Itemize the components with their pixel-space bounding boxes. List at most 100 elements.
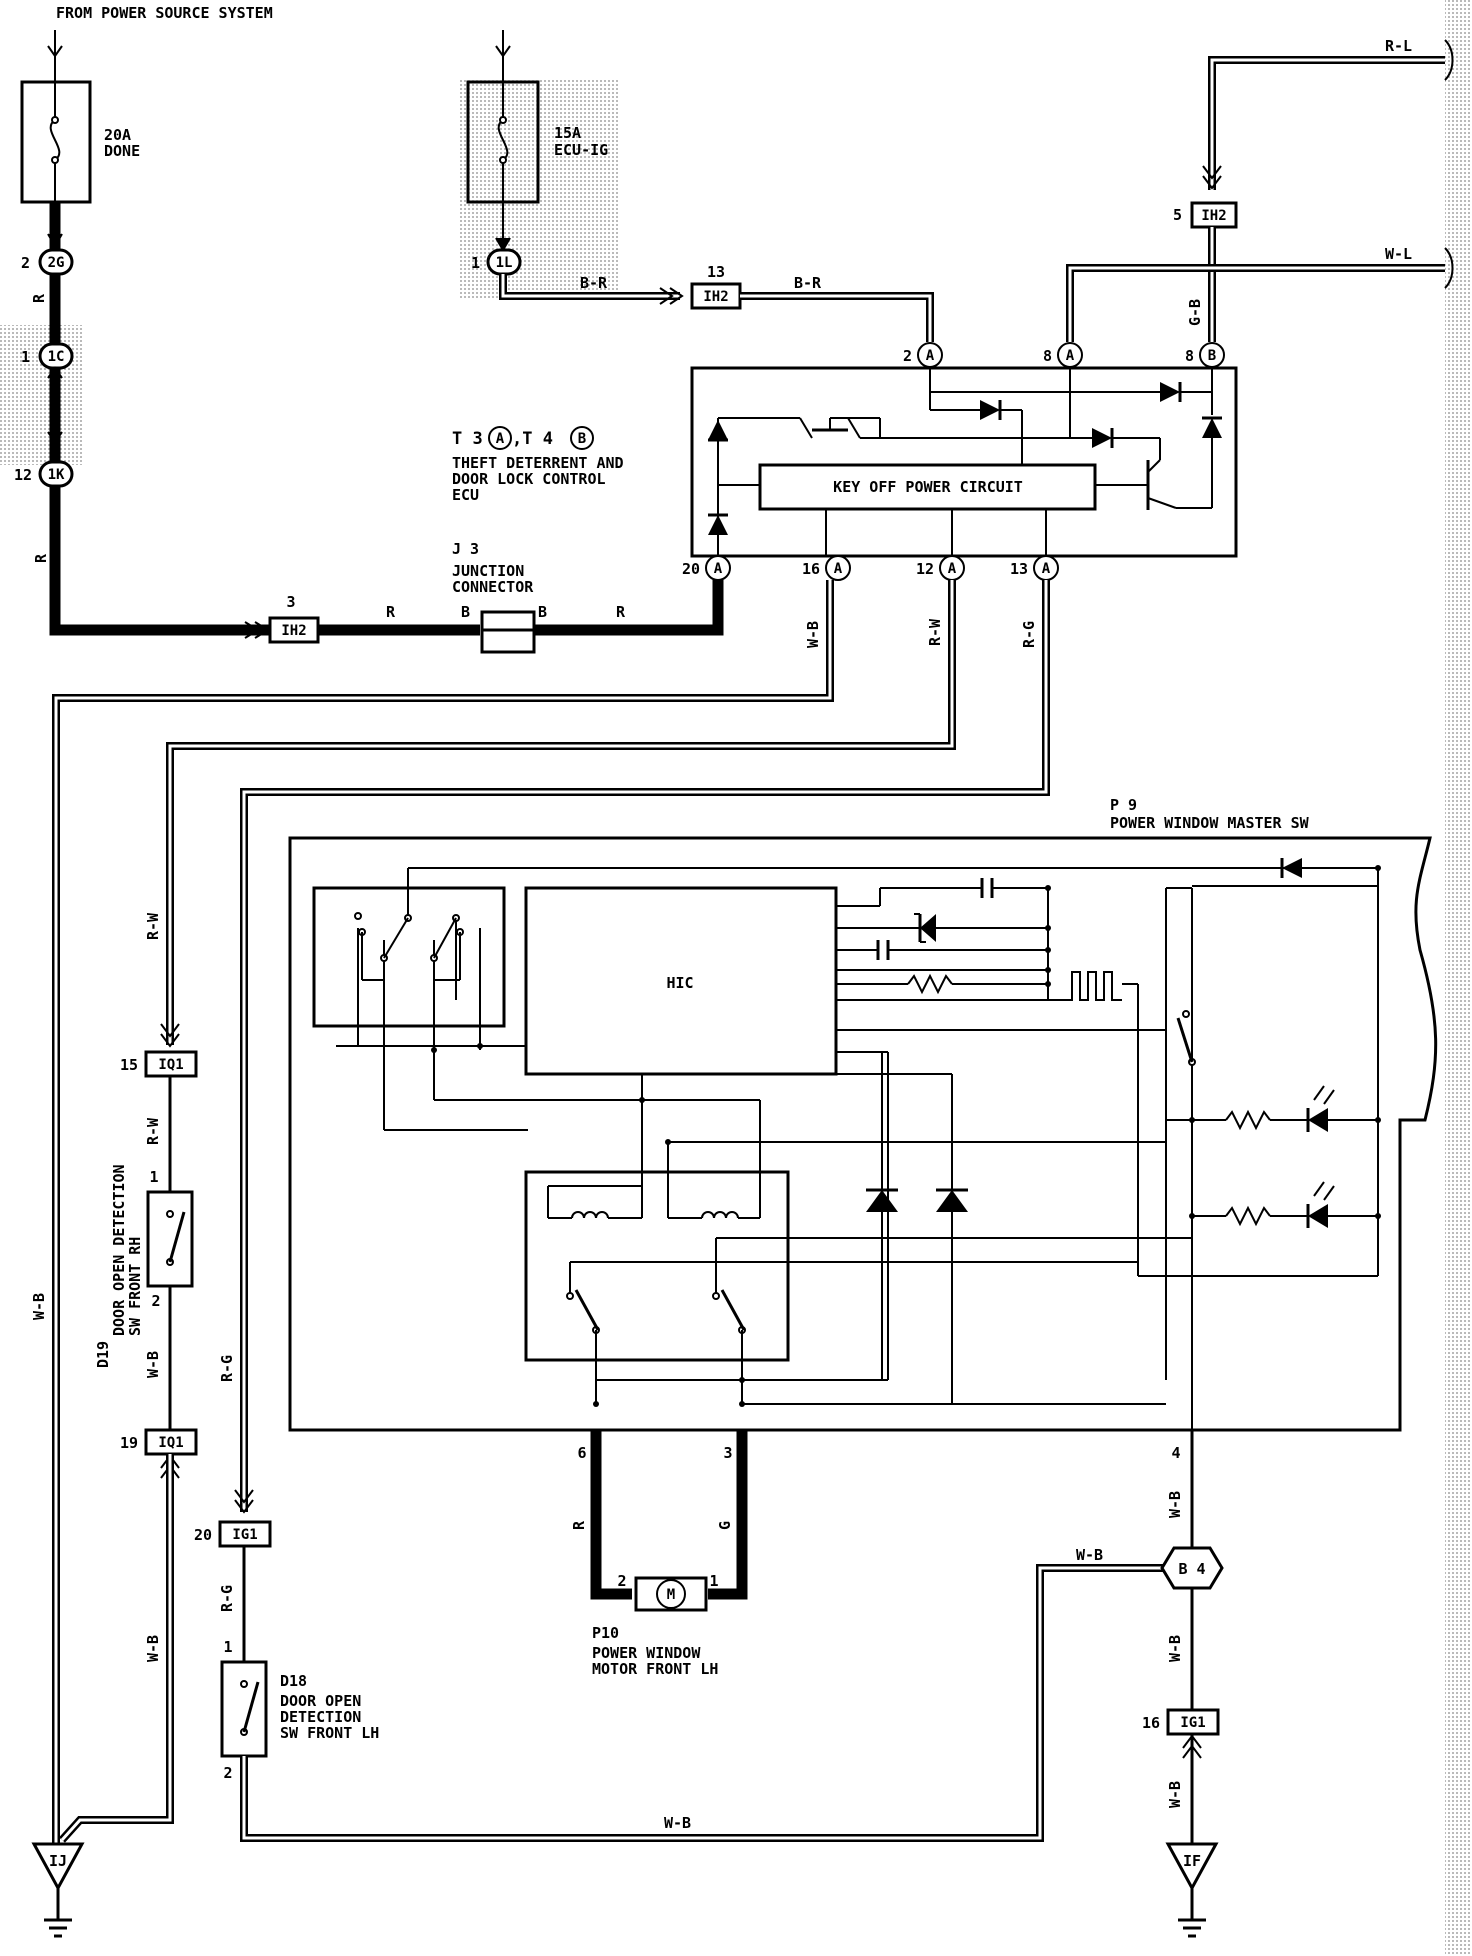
wire-br-2 bbox=[740, 292, 934, 342]
arrow-1c bbox=[47, 366, 63, 379]
connector-iq1-15-label: IQ1 bbox=[158, 1057, 183, 1073]
ecu-pin-2a-letter: A bbox=[926, 348, 935, 364]
j3-title: J 3 bbox=[452, 540, 479, 558]
d19-title: D19 bbox=[94, 1341, 112, 1368]
wire-label-wb-3: W-B bbox=[144, 1351, 162, 1378]
p9-desc: POWER WINDOW MASTER SW bbox=[1110, 814, 1310, 832]
fuse-ecu-terminal-bottom bbox=[499, 156, 507, 164]
p10-title: P10 bbox=[592, 1624, 619, 1642]
pin-d19-1: 1 bbox=[149, 1168, 158, 1186]
wire-wl bbox=[1066, 264, 1445, 342]
d18-desc2: DETECTION bbox=[280, 1708, 361, 1726]
wire-break-rl bbox=[1444, 39, 1454, 81]
wire-g-motor bbox=[708, 1430, 748, 1600]
key-off-power-circuit-box bbox=[758, 463, 1097, 511]
wire-break-wl bbox=[1444, 247, 1454, 289]
switch-d19-contact-top bbox=[166, 1210, 174, 1218]
pin-1c: 1 bbox=[21, 348, 30, 366]
wire-label-r-3: R bbox=[386, 603, 396, 621]
ecu-a-circle-label: A bbox=[496, 431, 505, 447]
connector-1k-label: 1K bbox=[48, 467, 65, 483]
arrow-1k bbox=[47, 431, 63, 444]
motor-pin-2: 2 bbox=[617, 1572, 626, 1590]
connector-ig1-16 bbox=[1166, 1708, 1220, 1736]
ecu-box bbox=[690, 366, 1238, 558]
arrow-ih2-13b bbox=[659, 287, 674, 305]
fuse-ecu-amp: 15A bbox=[554, 124, 581, 142]
p9-pin-3: 3 bbox=[723, 1444, 732, 1462]
fuse-dome-element bbox=[49, 119, 61, 161]
shaded-area-right-edge bbox=[1445, 0, 1472, 1956]
ecu-bottom-pin-leads bbox=[825, 509, 1047, 556]
j3-desc2: CONNECTOR bbox=[452, 578, 534, 596]
ecu-pin-20a-num: 20 bbox=[682, 560, 700, 578]
pin-ih2-3: 3 bbox=[286, 593, 295, 611]
wire-label-wb-7: W-B bbox=[1166, 1491, 1184, 1518]
arrow-ih2-3b bbox=[244, 621, 260, 639]
d19-desc2: SW FRONT RH bbox=[126, 1237, 144, 1336]
wire-br-2-inner bbox=[740, 294, 932, 342]
wire-label-rl: R-L bbox=[1385, 37, 1412, 55]
p10-desc2: MOTOR FRONT LH bbox=[592, 1660, 718, 1678]
fuse-dome-name: DONE bbox=[104, 142, 140, 160]
wire-br-1-inner bbox=[501, 274, 680, 298]
ground-if-label: IF bbox=[1183, 1852, 1201, 1870]
pin-ih2-13: 13 bbox=[707, 263, 725, 281]
shaded-area-left-connectors bbox=[0, 325, 82, 465]
connector-ih2-5-label: IH2 bbox=[1201, 208, 1226, 224]
fuse-ecu-terminal-top bbox=[499, 116, 507, 124]
wire-label-wb-2: W-B bbox=[30, 1293, 48, 1320]
connector-2g-label: 2G bbox=[48, 255, 65, 271]
p9-pin-6: 6 bbox=[577, 1444, 586, 1462]
hic-block bbox=[524, 886, 838, 1076]
p9-relay-block bbox=[524, 1170, 790, 1362]
d19-desc1: DOOR OPEN DETECTION bbox=[110, 1164, 128, 1336]
ground-if bbox=[1165, 1842, 1219, 1892]
ecu-pin-16a-letter: A bbox=[834, 561, 843, 577]
arrow-ih2-5b bbox=[1202, 165, 1222, 180]
wire-r-j3-to-ecu bbox=[535, 580, 724, 636]
connector-1k bbox=[38, 460, 74, 488]
wire-label-wb-8: W-B bbox=[1166, 1635, 1184, 1662]
wire-rg-13a-inner bbox=[242, 580, 1048, 1512]
ecu-desc3: ECU bbox=[452, 486, 479, 504]
fuse-dome-terminal-bottom bbox=[51, 156, 59, 164]
key-off-power-circuit-label: KEY OFF POWER CIRCUIT bbox=[833, 478, 1023, 496]
wire-wl-inner bbox=[1068, 266, 1445, 342]
wire-label-rg-2: R-G bbox=[218, 1355, 236, 1382]
p9-pin-4: 4 bbox=[1171, 1444, 1180, 1462]
arrow-ig1-20a bbox=[234, 1499, 254, 1514]
fuse-ecu-element bbox=[497, 119, 509, 161]
arrow-ih2-13 bbox=[669, 287, 684, 305]
connector-ig1-16-label: IG1 bbox=[1180, 1715, 1205, 1731]
arrow-ig1-20b bbox=[234, 1489, 254, 1504]
wire-wb-16a-inner bbox=[54, 580, 832, 1844]
p10-desc1: POWER WINDOW bbox=[592, 1644, 701, 1662]
wire-label-rw-1: R-W bbox=[926, 618, 944, 646]
motor-pin-1: 1 bbox=[709, 1572, 718, 1590]
wire-label-wb-1: W-B bbox=[804, 621, 822, 648]
ecu-pin-13a-letter: A bbox=[1042, 561, 1051, 577]
pin-1l: 1 bbox=[471, 254, 480, 272]
ecu-pin-8b-num: 8 bbox=[1185, 347, 1194, 365]
connector-iq1-19-label: IQ1 bbox=[158, 1435, 183, 1451]
ecu-pin-13a-num: 13 bbox=[1010, 560, 1028, 578]
wire-label-wb-4: W-B bbox=[144, 1635, 162, 1662]
hic-label: HIC bbox=[666, 974, 693, 992]
wire-label-r-4: R bbox=[616, 603, 626, 621]
wire-rl-inner bbox=[1210, 58, 1445, 190]
ecu-title2: ,T 4 bbox=[512, 429, 553, 449]
d18-desc3: SW FRONT LH bbox=[280, 1724, 379, 1742]
connector-ih2-13-label: IH2 bbox=[703, 289, 728, 305]
arrow-ih2-5a bbox=[1202, 175, 1222, 190]
wire-r-motor bbox=[590, 1430, 632, 1600]
wire-r-left-trunk bbox=[49, 195, 280, 636]
ecu-b-circle bbox=[570, 426, 594, 450]
junction-b4 bbox=[1160, 1546, 1224, 1590]
fuse-dome-terminal-top bbox=[51, 116, 59, 124]
ecu-title: T 3 bbox=[452, 429, 483, 449]
ecu-pin-20a-letter: A bbox=[714, 561, 723, 577]
ecu-desc1: THEFT DETERRENT AND bbox=[452, 454, 624, 472]
connector-ih2-3 bbox=[268, 616, 320, 644]
ecu-pin-8b-letter: B bbox=[1208, 348, 1216, 364]
